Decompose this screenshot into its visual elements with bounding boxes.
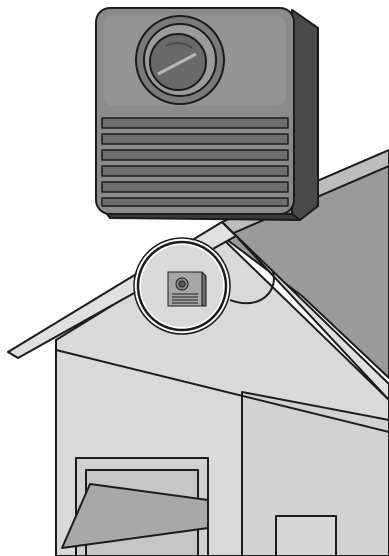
magnifier-callout-icon	[134, 238, 230, 334]
mini-siren-icon	[168, 272, 206, 306]
right-window	[276, 516, 336, 556]
siren-side	[292, 10, 318, 220]
outdoor-siren-icon	[96, 8, 318, 220]
